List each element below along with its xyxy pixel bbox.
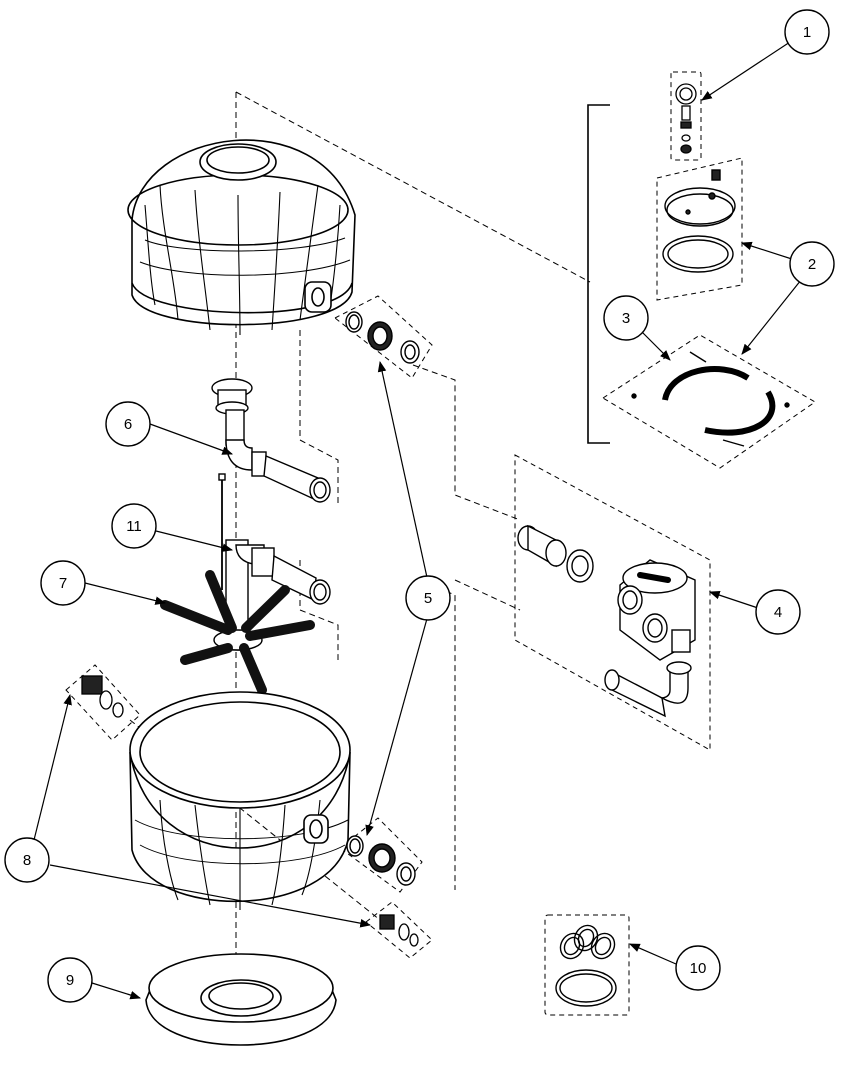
leader-3: [639, 329, 671, 361]
callout-5: 5: [405, 575, 451, 621]
callout-11: 11: [111, 503, 157, 549]
callout-9: 9: [47, 957, 93, 1003]
side-drain-plug: [81, 675, 124, 718]
tank-lid-assembly: [662, 169, 736, 273]
callout-7: 7: [40, 560, 86, 606]
leader-8b: [49, 864, 372, 928]
leader-4: [708, 590, 759, 609]
o-ring-kit: [555, 924, 617, 1007]
lower-union-group-box: [339, 817, 423, 893]
upper-tank-dome: [127, 139, 356, 336]
callout-markers: 1 2 3 4 5 6 7 8: [4, 9, 835, 1003]
clamp-ring: [631, 351, 790, 447]
upper-union-group-box: [334, 295, 433, 379]
leader-lines: [33, 39, 806, 1000]
side-drain-group-box: [65, 664, 141, 741]
callout-2: 2: [789, 241, 835, 287]
svg-text:1: 1: [803, 24, 811, 41]
o-ring-kit-group-box: [544, 914, 630, 1016]
leader-7: [84, 582, 167, 605]
pressure-gauge-group-box: [670, 71, 702, 161]
valve-group-box: [514, 454, 711, 751]
leader-2b: [741, 274, 806, 355]
multiport-valve: [517, 524, 696, 718]
group-boxes: [65, 71, 816, 1016]
svg-text:2: 2: [808, 256, 816, 273]
lower-tank-bowl: [129, 691, 351, 910]
pressure-gauge: [675, 83, 697, 154]
svg-text:10: 10: [690, 960, 707, 977]
svg-text:9: 9: [66, 972, 74, 989]
callout-8: 8: [4, 837, 50, 883]
leader-5a: [377, 360, 429, 583]
lower-union-fitting: [346, 835, 416, 886]
svg-text:5: 5: [424, 590, 432, 607]
kit-bracket: [587, 104, 610, 444]
svg-text:8: 8: [23, 852, 31, 869]
leader-1: [701, 39, 794, 101]
leader-2a: [740, 241, 796, 261]
svg-text:11: 11: [126, 518, 142, 535]
upper-union-fitting: [345, 311, 420, 364]
base-stand: [145, 953, 337, 1046]
leader-5b: [365, 614, 429, 837]
svg-text:4: 4: [774, 604, 782, 621]
leader-10: [629, 943, 677, 965]
svg-text:7: 7: [59, 575, 67, 592]
callout-6: 6: [105, 401, 151, 447]
callout-3: 3: [603, 295, 649, 341]
drain-plug-group-box: [365, 901, 433, 959]
svg-text:6: 6: [124, 416, 132, 433]
clamp-group-box: [602, 334, 816, 469]
lid-assembly-group-box: [656, 157, 743, 301]
leader-6: [149, 423, 234, 455]
lateral-assembly: [160, 473, 331, 695]
top-collector-pipe: [211, 378, 331, 503]
bottom-drain-plug: [379, 914, 419, 947]
leader-8a: [33, 693, 72, 841]
callout-4: 4: [755, 589, 801, 635]
leader-9: [91, 982, 142, 1000]
callout-1: 1: [784, 9, 830, 55]
callout-10: 10: [675, 945, 721, 991]
svg-text:3: 3: [622, 310, 630, 327]
leader-11: [155, 530, 234, 552]
